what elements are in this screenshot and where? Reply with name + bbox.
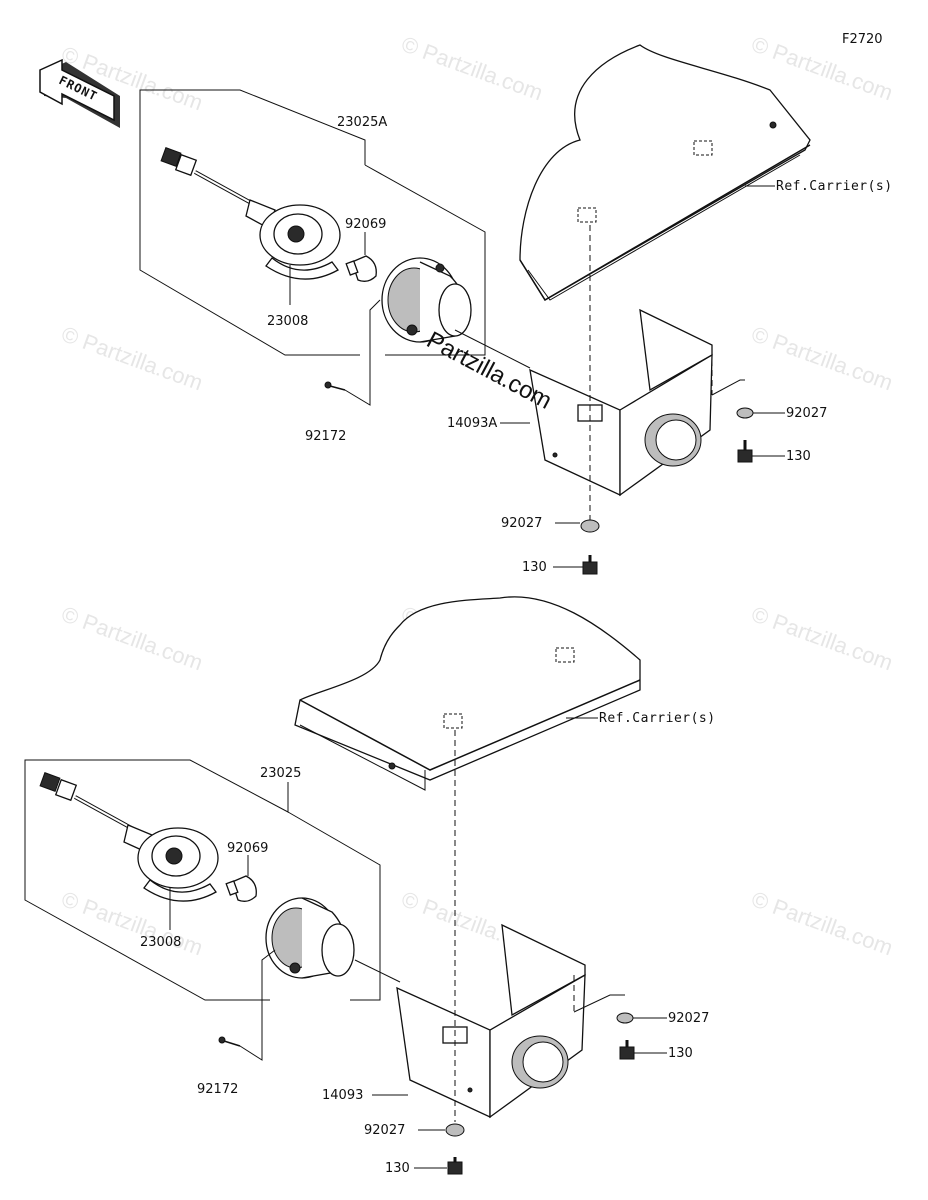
watermark: © Partzilla.com: [398, 31, 546, 105]
bulb-icon: [345, 255, 377, 282]
headlamp-unit-icon: [265, 897, 355, 979]
watermark: © Partzilla.com: [748, 321, 896, 395]
part-number-23025: 23025: [260, 766, 301, 781]
bulb-icon: [225, 875, 257, 902]
front-arrow-icon: FRONT: [39, 58, 120, 128]
headlamp-unit-icon: [381, 257, 472, 343]
part-number-92069: 92069: [227, 841, 268, 856]
part-number-92027: 92027: [364, 1123, 405, 1138]
socket-icon: [245, 199, 341, 280]
part-number-23008: 23008: [267, 314, 308, 329]
watermark: © Partzilla.com: [58, 601, 206, 675]
collar-icon: [445, 1123, 465, 1137]
leader-line: [454, 329, 531, 369]
carrier-plate: [294, 596, 641, 791]
watermark: © Partzilla.com: [748, 886, 896, 960]
collar-icon: [580, 519, 600, 533]
figure-id: F2720: [842, 32, 883, 47]
center-watermark: Partzilla.com: [422, 326, 556, 414]
collar-icon: [616, 1012, 634, 1024]
watermark: © Partzilla.com: [58, 321, 206, 395]
ref-carrier-label: Ref.Carrier(s): [599, 711, 716, 726]
bracket-icon: [529, 308, 713, 497]
part-number-23025a: 23025A: [337, 115, 387, 130]
part-number-130: 130: [786, 449, 811, 464]
screw-icon: [218, 1036, 241, 1047]
carrier-plate: [519, 44, 811, 302]
leader-line: [711, 379, 745, 396]
bracket-icon: [396, 923, 586, 1119]
bolt-icon: [447, 1157, 463, 1175]
collar-icon: [736, 407, 754, 419]
lamp-assy-outline: [139, 89, 366, 356]
top-assembly: 23025A 23008 92069: [139, 44, 893, 575]
part-number-14093: 14093: [322, 1088, 363, 1103]
lamp-assy-outline: [287, 811, 381, 1001]
leader-line: [573, 994, 625, 1013]
connector-plug-icon: [160, 147, 256, 207]
part-number-130: 130: [385, 1161, 410, 1176]
part-number-92027: 92027: [501, 516, 542, 531]
watermark: © Partzilla.com: [748, 601, 896, 675]
bottom-assembly: Ref.Carrier(s) 23025 23008 92069: [24, 596, 716, 1176]
bolt-icon: [582, 555, 598, 575]
part-number-23008: 23008: [140, 935, 181, 950]
part-number-92027: 92027: [668, 1011, 709, 1026]
part-number-14093a: 14093A: [447, 416, 497, 431]
part-number-92069: 92069: [345, 217, 386, 232]
leader-line: [239, 949, 276, 1061]
leader-line: [354, 959, 401, 983]
part-number-92172: 92172: [305, 429, 346, 444]
screw-icon: [324, 381, 346, 391]
ref-carrier-label: Ref.Carrier(s): [776, 179, 893, 194]
part-number-130: 130: [668, 1046, 693, 1061]
connector-plug-icon: [39, 772, 136, 832]
part-number-92172: 92172: [197, 1082, 238, 1097]
socket-icon: [123, 824, 219, 902]
lamp-assy-outline: [364, 164, 486, 356]
bolt-icon: [737, 440, 753, 463]
leader-line: [344, 299, 381, 406]
part-number-130: 130: [522, 560, 547, 575]
part-number-92027: 92027: [786, 406, 827, 421]
bolt-icon: [619, 1040, 635, 1060]
